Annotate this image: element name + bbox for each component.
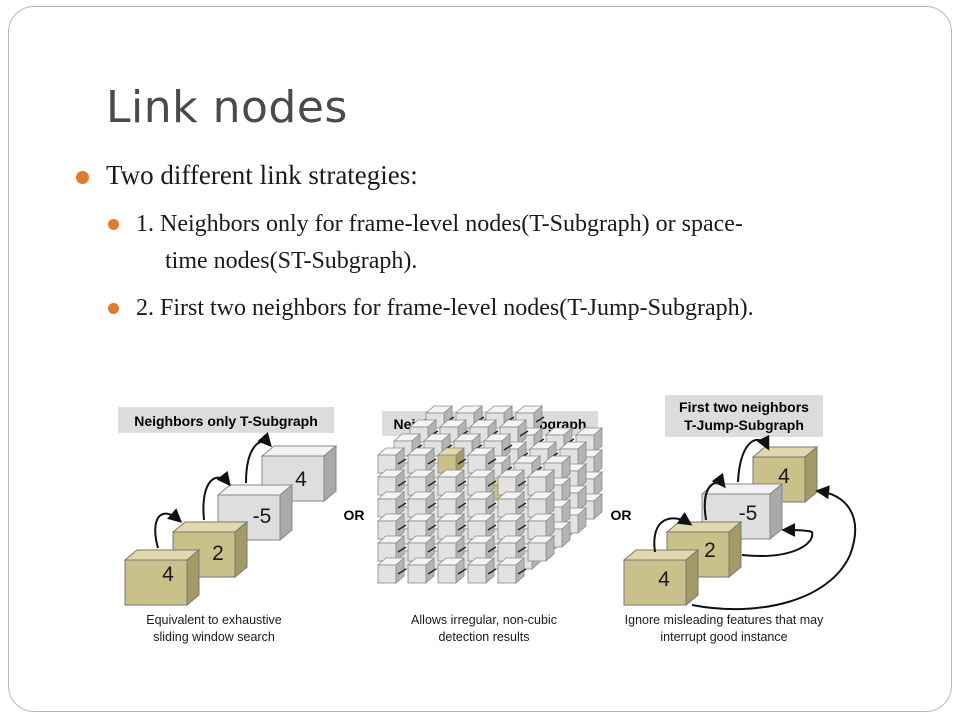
main-bullet: Two different link strategies: <box>76 160 418 191</box>
space-time-node <box>376 469 407 496</box>
panel-label-box <box>665 395 823 437</box>
space-time-node <box>376 535 407 562</box>
sub-bullet-1-line2: time nodes(ST-Subgraph). <box>165 248 418 274</box>
panel-label-box <box>118 407 334 433</box>
space-time-node <box>406 513 437 540</box>
node-value: 4 <box>658 568 670 591</box>
or-label: OR <box>344 507 365 523</box>
node-value: 2 <box>212 542 224 565</box>
space-time-node <box>496 513 527 540</box>
slide-title: Link nodes <box>106 82 348 133</box>
panel-label: First two neighbors <box>679 399 809 415</box>
space-time-node <box>376 447 407 474</box>
panel-caption: Equivalent to exhaustive <box>146 613 282 627</box>
panel-caption: Ignore misleading features that may <box>625 613 824 627</box>
node-value: -5 <box>739 502 758 525</box>
panel-caption: sliding window search <box>153 630 275 644</box>
node-value: 4 <box>778 465 790 488</box>
link-arrow <box>703 472 726 521</box>
space-time-node <box>436 469 467 496</box>
bullet-dot-icon <box>108 303 119 314</box>
space-time-node <box>466 469 497 496</box>
space-time-node <box>466 447 497 474</box>
space-time-node <box>466 535 497 562</box>
space-time-node <box>526 491 556 518</box>
space-time-node <box>436 447 467 474</box>
node-value: 2 <box>704 539 716 562</box>
space-time-node <box>466 513 497 540</box>
node-value: 4 <box>162 563 174 586</box>
link-arrow <box>202 470 231 521</box>
spacetime-grid <box>376 405 604 584</box>
sub-bullet-2-line1: 2. First two neighbors for frame-level n… <box>136 295 754 321</box>
space-time-node <box>496 469 527 496</box>
space-time-node <box>376 557 407 584</box>
space-time-node <box>406 557 437 584</box>
sub-bullet-1-line1: 1. Neighbors only for frame-level nodes(… <box>136 211 743 237</box>
space-time-node <box>406 491 437 518</box>
space-time-node <box>406 447 437 474</box>
node-value: 4 <box>295 468 307 491</box>
space-time-node <box>526 535 556 562</box>
panel-caption: interrupt good instance <box>660 630 787 644</box>
sub-bullet-1: 1. Neighbors only for frame-level nodes(… <box>108 206 743 280</box>
space-time-node <box>466 557 497 584</box>
jump-arrow <box>741 523 814 557</box>
link-arrow <box>653 511 693 553</box>
panel-t-subgraph: Neighbors only T-Subgraph 4 -5 2 4 <box>118 407 338 644</box>
space-time-node <box>496 491 527 518</box>
space-time-node <box>436 557 467 584</box>
space-time-node <box>436 491 467 518</box>
link-arrow <box>245 431 272 484</box>
sub-bullet-2: 2. First two neighbors for frame-level n… <box>108 290 754 327</box>
panel-label: T-Jump-Subgraph <box>684 417 804 433</box>
link-arrow <box>154 508 183 549</box>
frame-node: 4 <box>622 548 700 607</box>
or-label: OR <box>611 507 632 523</box>
jump-arrow <box>691 485 857 611</box>
bullet-dot-icon <box>108 219 119 230</box>
panel-st-subgraph: Neighbors only ST-Subgraph Allows irregu… <box>376 405 604 644</box>
panel-label: Neighbors only T-Subgraph <box>134 413 318 429</box>
panel-caption: detection results <box>438 630 529 644</box>
space-time-node <box>526 513 556 540</box>
space-time-node <box>496 557 527 584</box>
space-time-node <box>526 469 556 496</box>
link-arrow <box>737 434 770 483</box>
space-time-node <box>436 513 467 540</box>
node-value: -5 <box>253 505 272 528</box>
space-time-node <box>376 491 407 518</box>
panel-t-jump-subgraph: First two neighbors T-Jump-Subgraph 4 -5… <box>622 395 857 644</box>
space-time-node <box>496 535 527 562</box>
frame-node: 4 <box>123 548 201 607</box>
bullet-dot-icon <box>76 171 89 184</box>
space-time-node <box>466 491 497 518</box>
main-bullet-text: Two different link strategies: <box>106 160 418 190</box>
panel-caption: Allows irregular, non-cubic <box>411 613 557 627</box>
